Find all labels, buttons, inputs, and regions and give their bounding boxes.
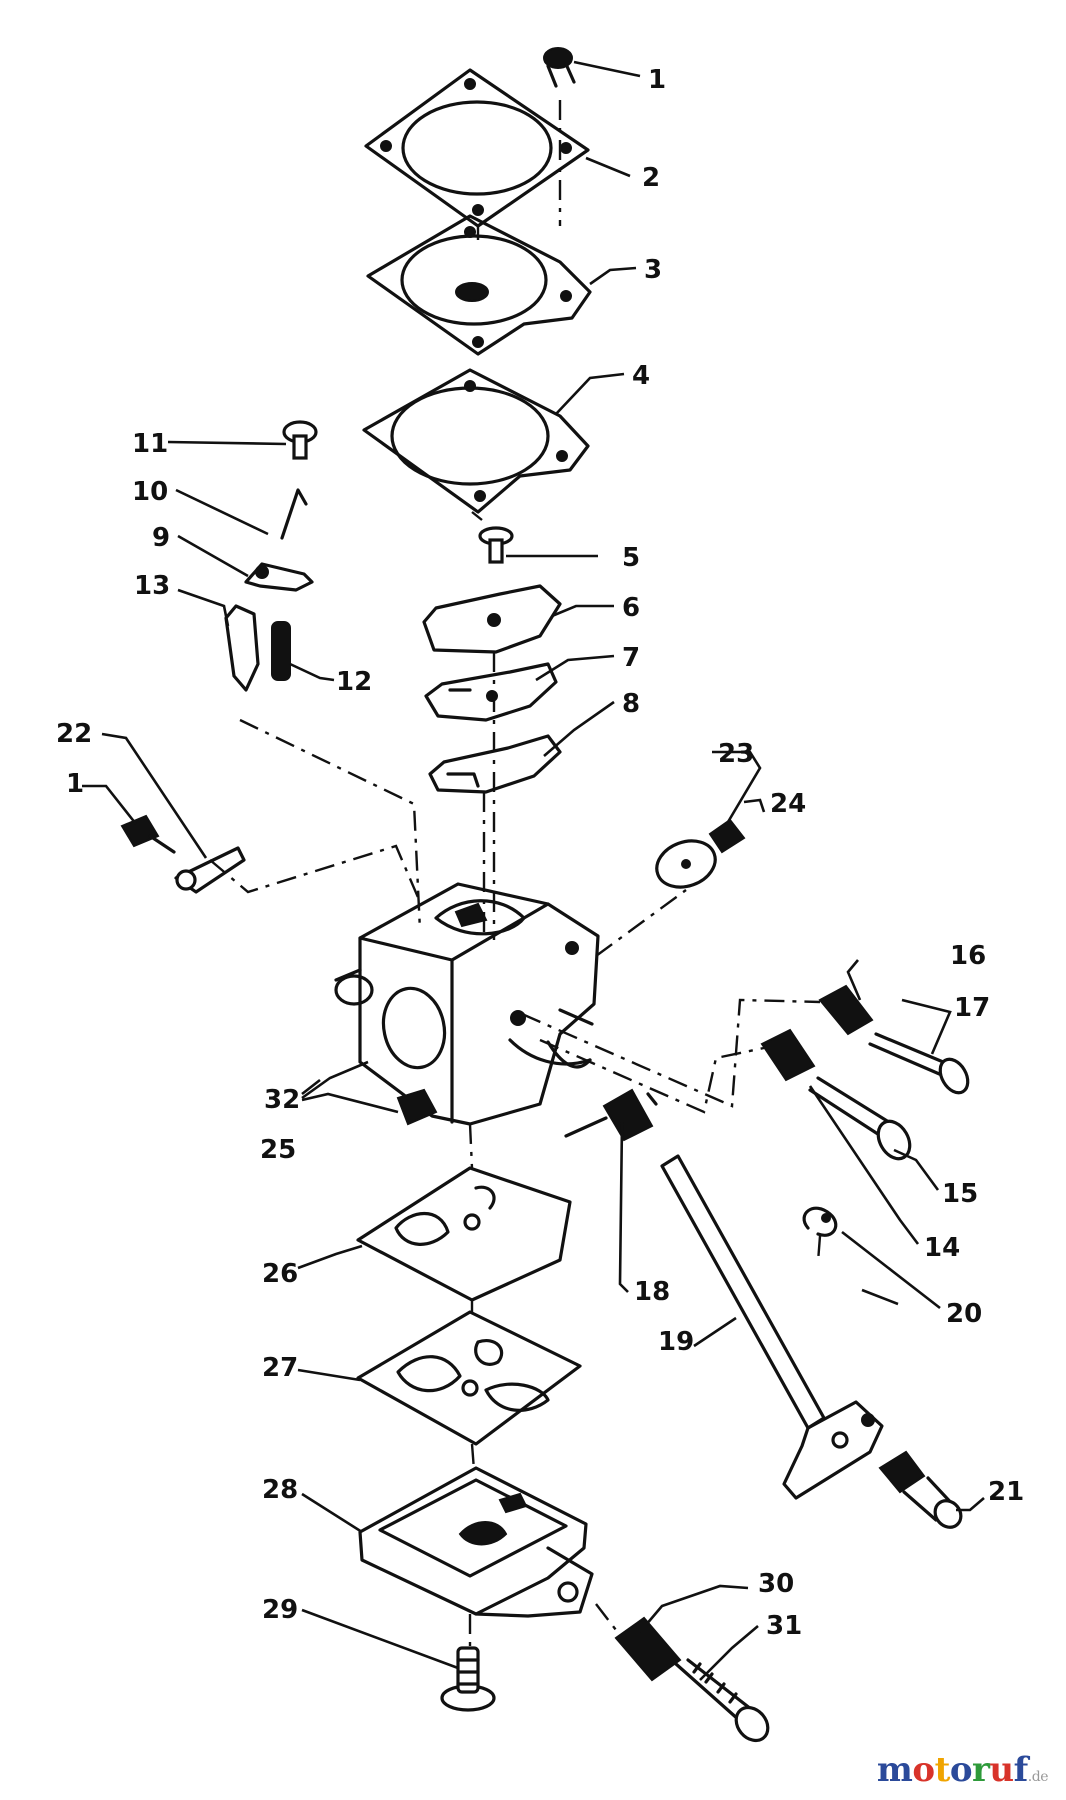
callout-28: 28 [262,1475,298,1505]
callout-12: 12 [336,667,372,697]
callout-25: 25 [260,1135,296,1165]
callout-13: 13 [134,571,170,601]
motoruf-watermark-logo: motoruf.de [876,1750,1049,1790]
callout-7: 7 [622,643,640,673]
part-18-spring [564,1088,658,1142]
part-21-nut [878,1450,963,1529]
callout-6: 6 [622,593,640,623]
part-10-pin [280,488,308,540]
part-32-carburetor-body [334,882,600,1126]
callout-31: 31 [766,1611,802,1641]
callout-3: 3 [644,255,662,285]
part-23-disc [655,839,717,889]
part-7-lever [424,662,558,722]
assembly-lines [209,100,822,1648]
part-22-bracket [174,846,246,894]
part-2-cover-plate [364,68,590,228]
callout-14: 14 [924,1233,960,1263]
part-19-throttle-shaft [660,1154,884,1500]
part-15-adjust-screw [808,1076,912,1161]
watermark-letter: r [972,1750,990,1790]
leader-lines [82,60,985,1681]
part-12-spring [271,621,291,681]
part-8-lever-guide [428,734,562,794]
part-26-gasket [356,1166,572,1302]
part-25-plug [396,1088,438,1126]
callout-29: 29 [262,1595,298,1625]
watermark-letter: f [1013,1750,1029,1790]
part-14-spring [760,1028,816,1082]
part-3-pump-diaphragm [366,214,592,356]
part-6-lever-plate [422,584,562,654]
callout-8: 8 [622,689,640,719]
watermark-letter: m [876,1750,913,1790]
callout-24: 24 [770,789,806,819]
callout-4: 4 [632,361,650,391]
callout-1-left: 1 [66,769,84,799]
callout-labels: 1 2 3 4 5 6 7 8 9 10 11 12 13 14 15 16 1… [56,65,1024,1641]
callout-20: 20 [946,1299,982,1329]
callout-15: 15 [942,1179,978,1209]
callout-22: 22 [56,719,92,749]
part-1-screw [543,47,576,88]
callout-5: 5 [622,543,640,573]
part-1b-screw [120,814,176,854]
part-30-spring [614,1616,682,1682]
part-29-screw [440,1646,496,1712]
part-4-gasket [362,368,590,514]
callout-21: 21 [988,1477,1024,1507]
part-9-needle-lever [244,562,314,592]
watermark-letter: t [934,1750,951,1790]
callout-1: 1 [648,65,666,95]
part-24-plug [708,818,746,854]
callout-19: 19 [658,1327,694,1357]
callout-30: 30 [758,1569,794,1599]
part-20-clip [802,1206,838,1237]
part-13-inlet-needle [224,604,260,692]
callout-26: 26 [262,1259,298,1289]
callout-2: 2 [642,163,660,193]
part-31-idle-screw [674,1658,770,1743]
callout-32: 32 [264,1085,300,1115]
watermark-letter: o [949,1750,973,1790]
part-27-diaphragm [356,1310,582,1446]
part-28-cover [358,1466,594,1618]
part-5-screw [478,526,514,564]
callout-17: 17 [954,993,990,1023]
callout-27: 27 [262,1353,298,1383]
watermark-letter: u [989,1750,1014,1790]
callout-16: 16 [950,941,986,971]
watermark-letter: o [912,1750,935,1790]
callout-10: 10 [132,477,168,507]
part-11-screw [282,420,318,460]
callout-23: 23 [718,739,754,769]
callout-18: 18 [634,1277,670,1307]
part-17-adjust-screw [868,1032,970,1095]
watermark-suffix: .de [1027,1769,1049,1785]
part-16-spring [818,984,874,1036]
callout-11: 11 [132,429,168,459]
callout-9: 9 [152,523,170,553]
